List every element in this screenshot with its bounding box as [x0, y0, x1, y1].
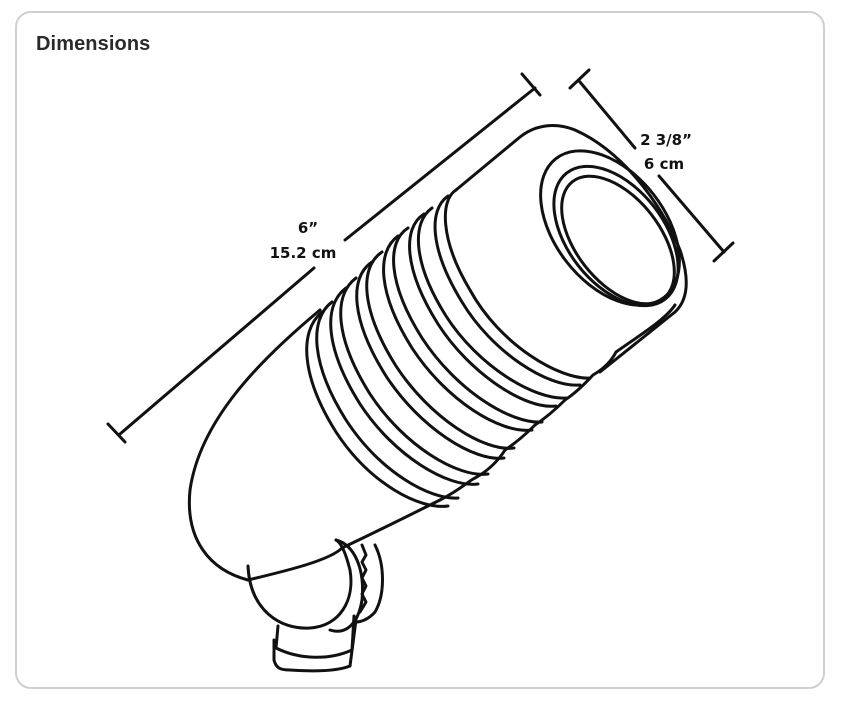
diameter-metric-label: 6 cm — [644, 155, 684, 173]
fixture-body — [187, 303, 677, 582]
fixture-knuckle — [246, 538, 384, 673]
length-metric-label: 15.2 cm — [270, 244, 337, 262]
dimensions-panel — [15, 11, 825, 689]
diameter-imperial-label: 2 3/8” — [640, 131, 692, 149]
front-cap — [454, 124, 688, 374]
length-dimension-line — [106, 72, 542, 444]
panel-title: Dimensions — [36, 33, 151, 55]
fixture-ribs — [305, 188, 592, 508]
length-imperial-label: 6” — [298, 219, 318, 237]
diameter-dimension-line — [568, 68, 735, 263]
